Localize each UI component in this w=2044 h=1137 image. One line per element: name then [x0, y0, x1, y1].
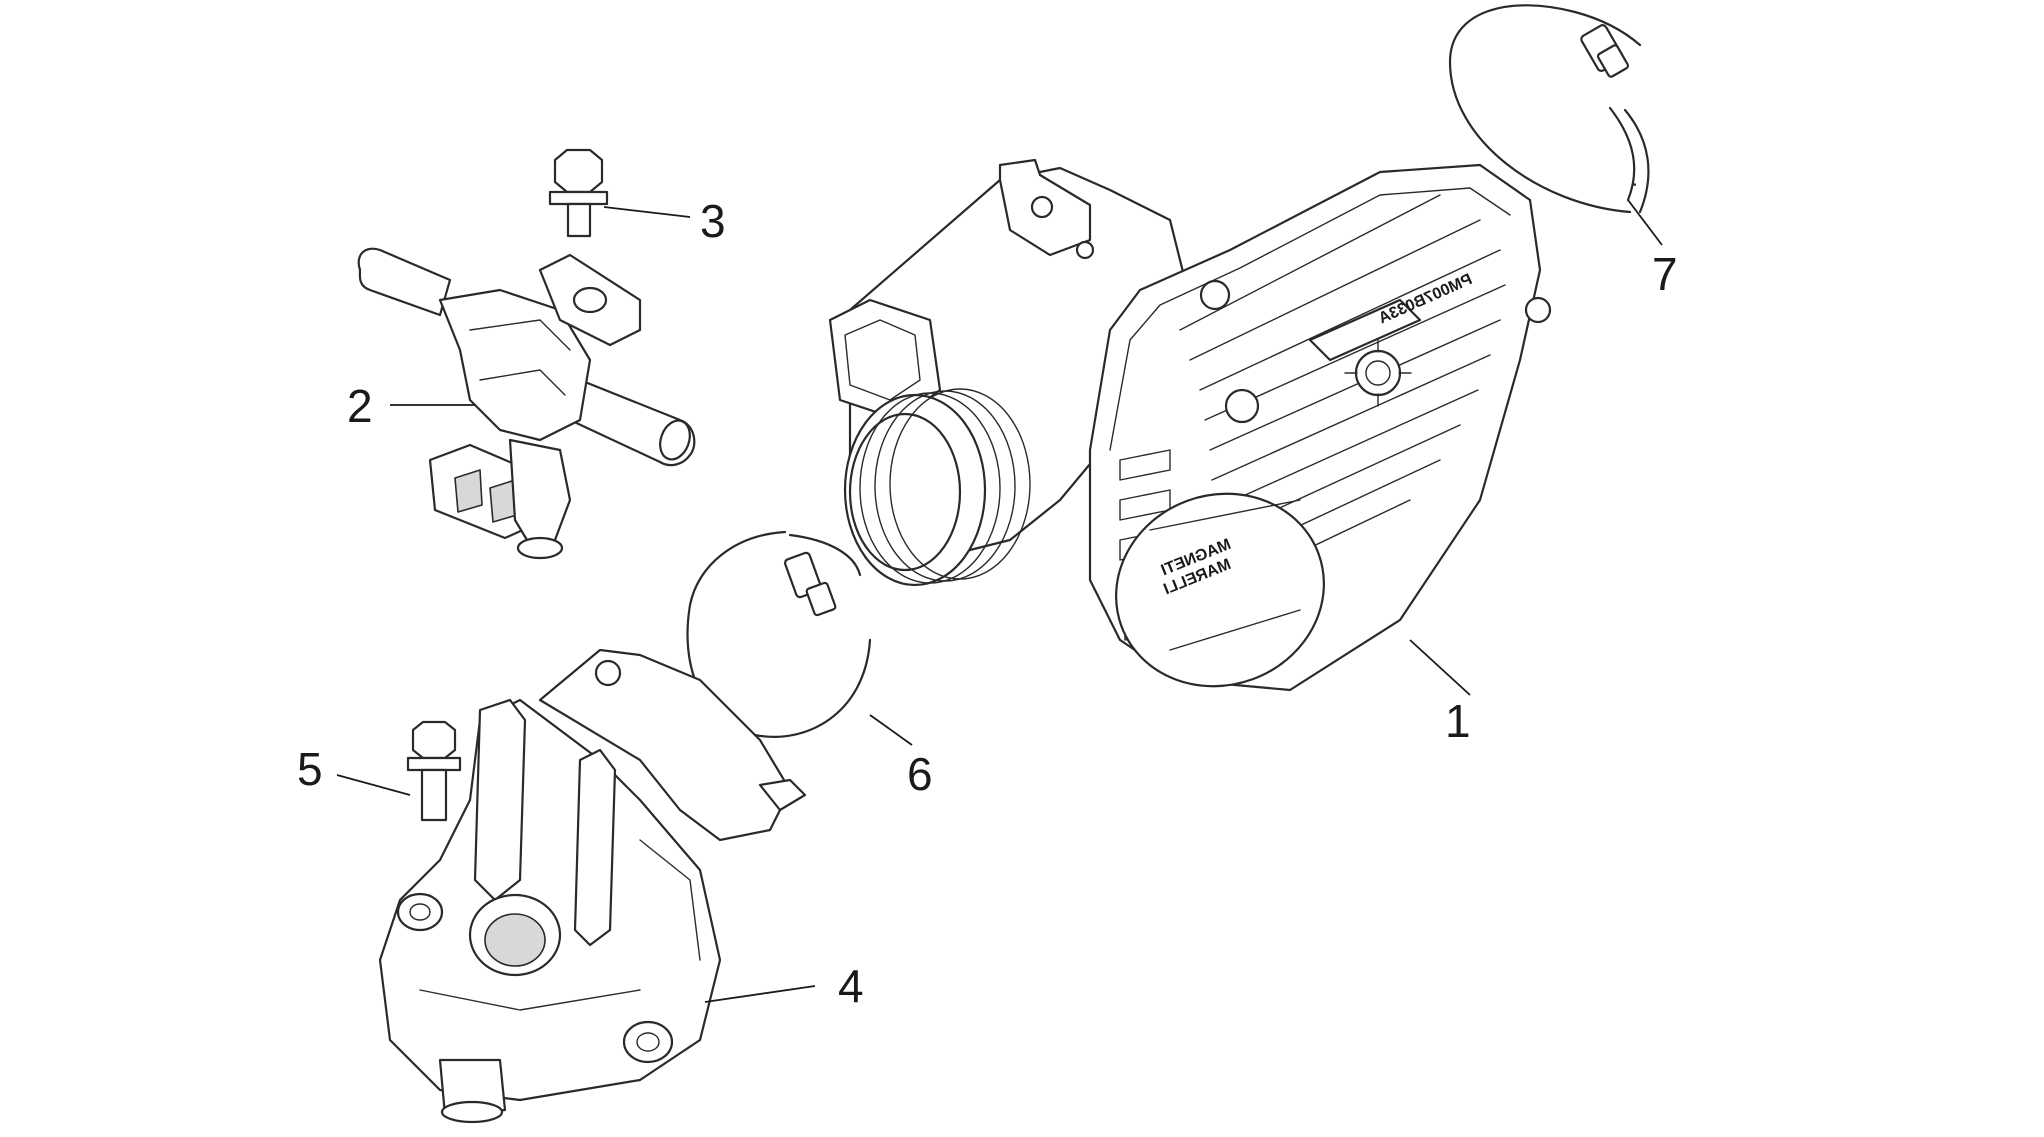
callout-3: 3 [700, 195, 726, 247]
hose-clamp-small [686, 530, 872, 738]
hose-clamp-large [1448, 4, 1650, 214]
fuel-injector [357, 247, 696, 560]
leader-4 [704, 985, 816, 1003]
bolt-manifold [406, 720, 462, 822]
leader-6 [869, 714, 913, 746]
callout-7: 7 [1652, 248, 1678, 300]
callout-2: 2 [347, 380, 373, 432]
leader-lines [336, 199, 1663, 1003]
leader-7 [1627, 199, 1663, 246]
throttle-body: PM007B033A MAGNETI MARELLI [828, 158, 1552, 692]
leader-5 [336, 774, 411, 796]
leader-3 [603, 206, 691, 218]
callout-4: 4 [838, 960, 864, 1012]
leader-1 [1409, 639, 1471, 696]
callout-labels: 1 2 3 4 5 6 7 [297, 195, 1678, 1012]
callout-1: 1 [1445, 695, 1471, 747]
callout-6: 6 [907, 748, 933, 800]
bolt-injector [548, 148, 609, 238]
callout-5: 5 [297, 743, 323, 795]
intake-manifold [378, 648, 807, 1124]
